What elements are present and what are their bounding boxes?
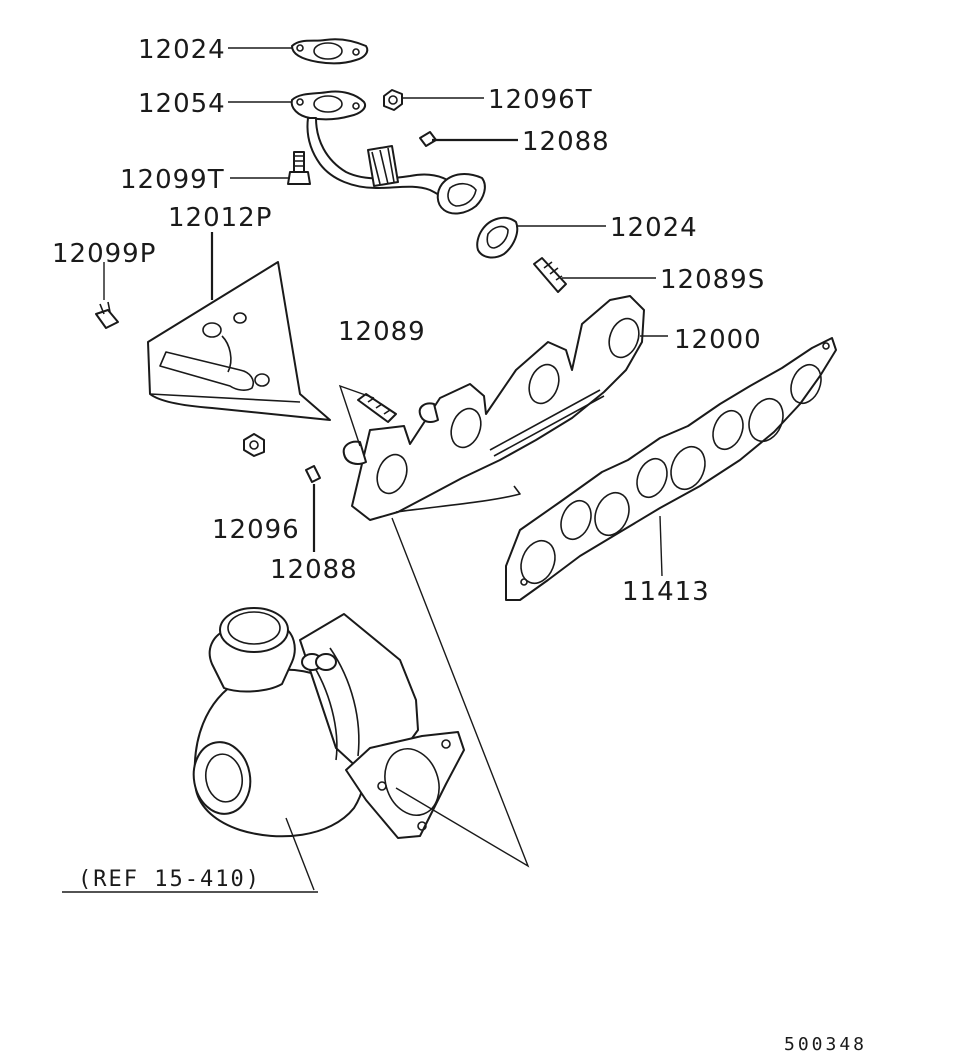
exhaust-manifold-part xyxy=(342,295,645,521)
gasket-top-part xyxy=(291,38,369,65)
diagram-code: 500348 xyxy=(784,1034,867,1055)
stud-bolt-part xyxy=(533,257,567,293)
label-manifold: 12000 xyxy=(674,325,762,355)
label-flange-gasket: 12054 xyxy=(138,89,226,119)
label-gasket-mid: 12024 xyxy=(610,213,698,243)
label-bolt-top: 12099T xyxy=(120,165,225,195)
gasket-mid-part xyxy=(476,216,519,259)
nut-top-part xyxy=(383,89,403,111)
label-stud-top: 12088 xyxy=(522,127,610,157)
reference-note: (REF 15-410) xyxy=(78,867,261,892)
turbocharger-part xyxy=(192,607,465,839)
manifold-gasket-part xyxy=(505,337,837,601)
label-nut-top: 12096T xyxy=(488,85,593,115)
bolt-left-part xyxy=(95,301,119,329)
pipe-with-flange-part xyxy=(290,90,486,215)
stud-lower-part xyxy=(305,465,321,483)
label-manifold-gasket: 11413 xyxy=(622,577,710,607)
label-stud-bolt: 12089S xyxy=(660,265,765,295)
label-stud-low: 12088 xyxy=(270,555,358,585)
stud-mid-part xyxy=(357,393,397,423)
leader-lines xyxy=(62,47,668,893)
label-nut-low: 12096 xyxy=(212,515,300,545)
heat-shield-part xyxy=(147,261,331,421)
bolt-top-part xyxy=(287,151,311,185)
label-stud-mid: 12089 xyxy=(338,317,426,347)
nut-lower-part xyxy=(243,433,265,457)
label-bolt-left: 12099P xyxy=(52,239,156,269)
part-labels: 12024 12054 12096T 12088 12099T 12012P 1… xyxy=(52,35,867,1055)
label-heat-shield: 12012P xyxy=(168,203,272,233)
label-gasket-top: 12024 xyxy=(138,35,226,65)
